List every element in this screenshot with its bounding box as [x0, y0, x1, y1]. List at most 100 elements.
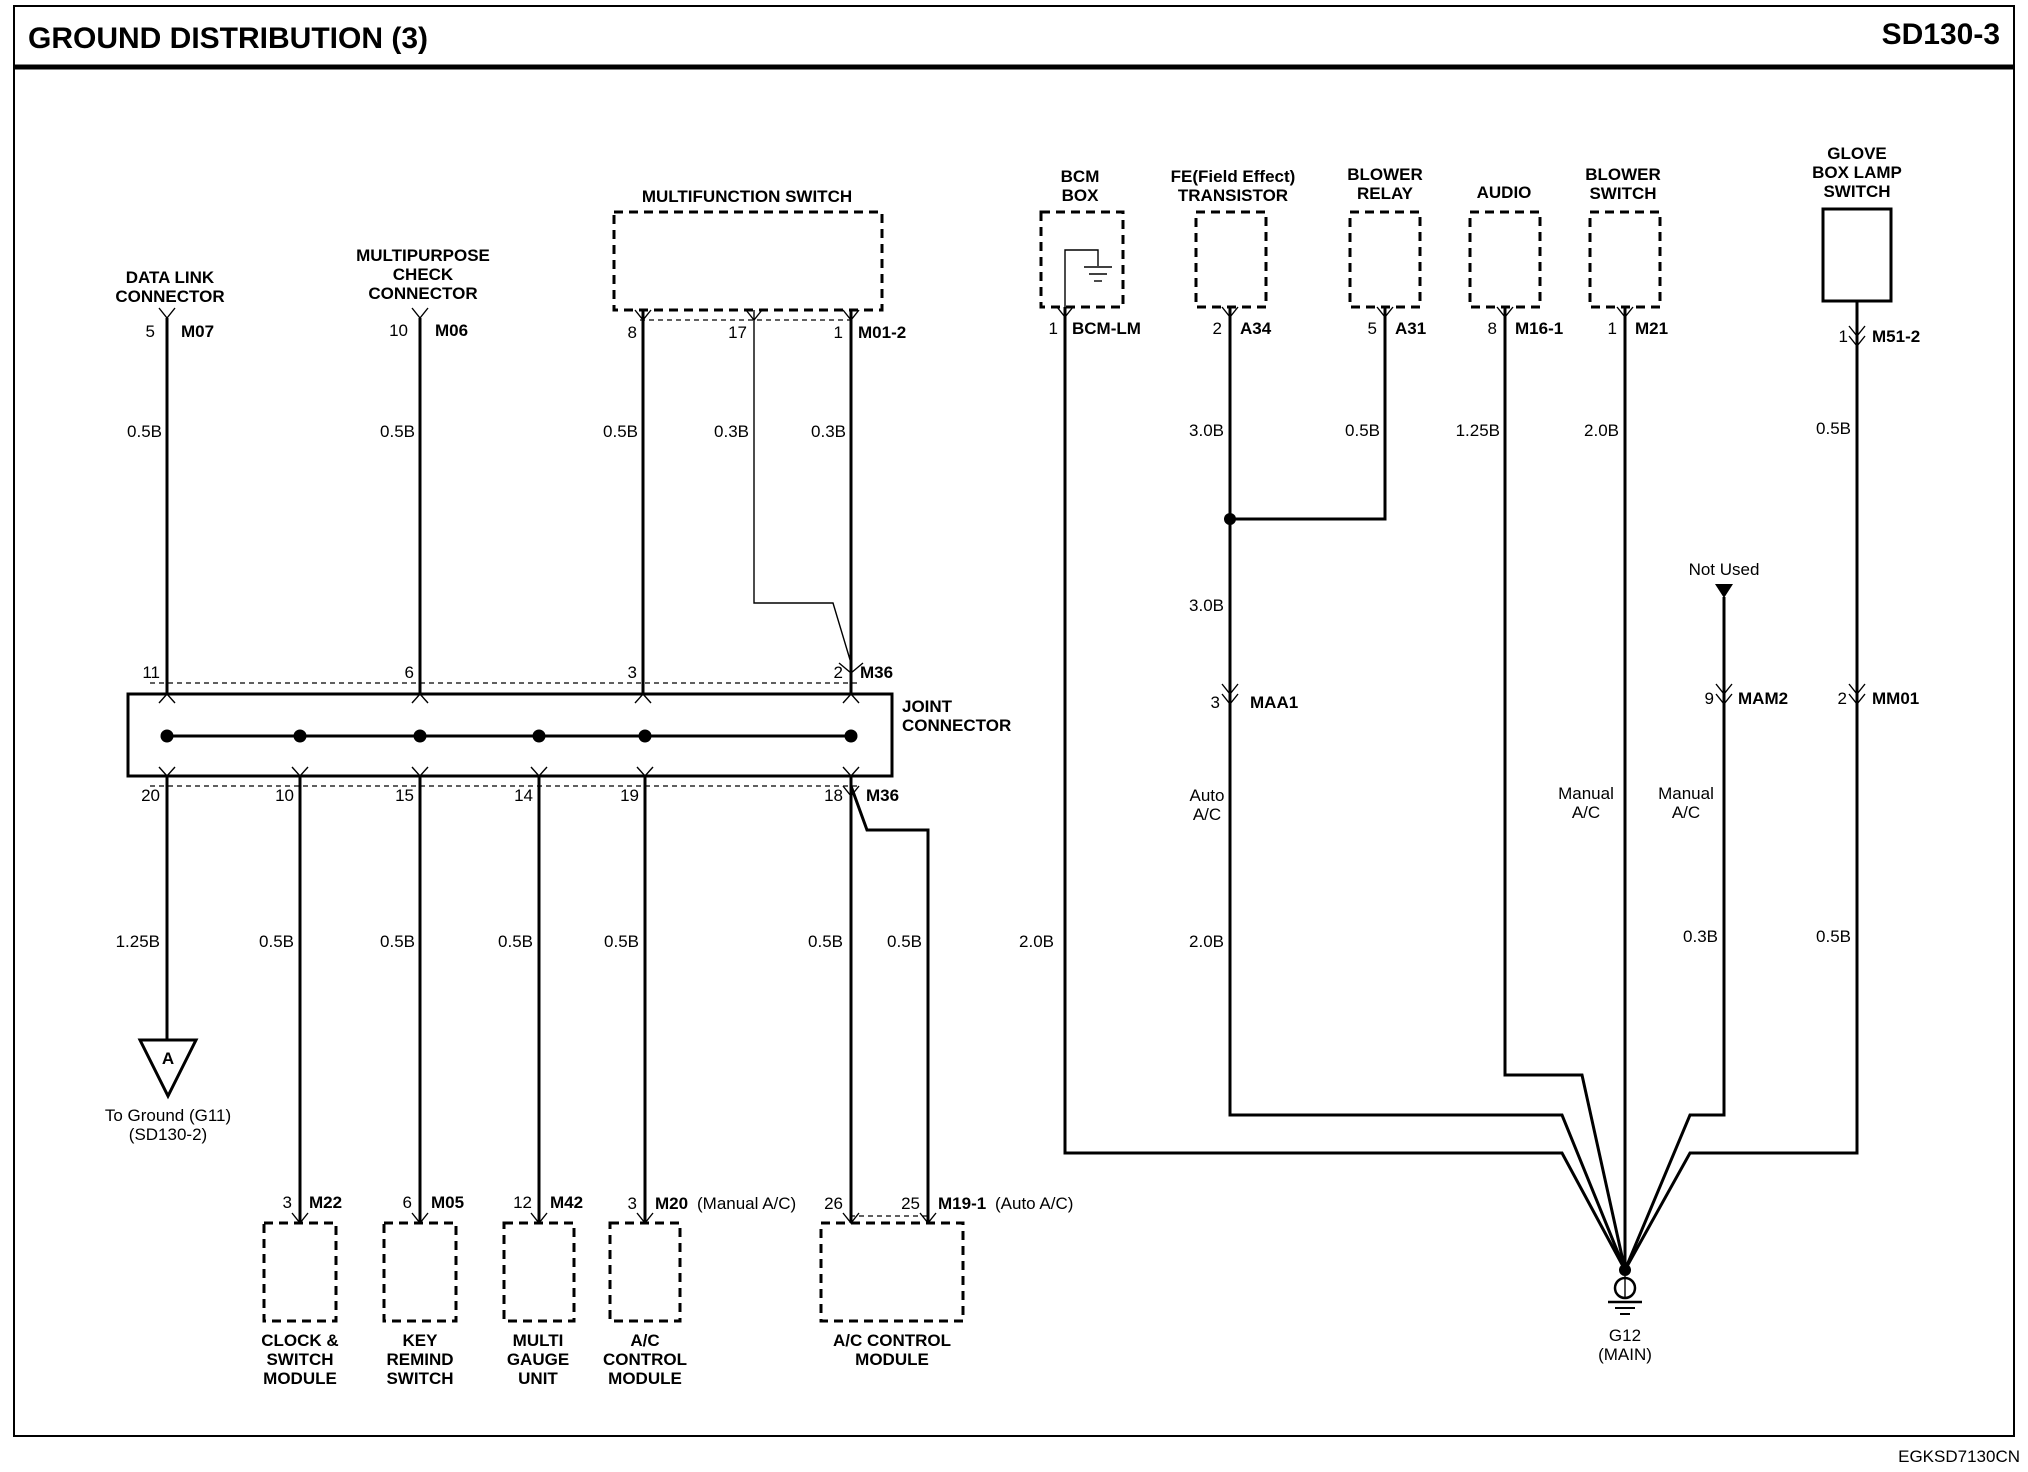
fe-transistor-label: FE(Field Effect)TRANSISTOR [1171, 167, 1296, 205]
pin-number: 18 [824, 786, 843, 805]
multi-gauge-unit-box [502, 1221, 576, 1323]
multifunction-switch-box [612, 210, 884, 312]
wire-glove-box [1623, 301, 1859, 1271]
pin-number: 2 [1213, 319, 1222, 338]
page-border [13, 5, 2015, 1437]
wire-label: 2.0B [1584, 421, 1619, 440]
pin-number: 6 [403, 1193, 412, 1212]
connector-m19-1: M19-1 [938, 1194, 986, 1213]
connector-m22: M22 [309, 1193, 342, 1212]
pin-number: 1 [1608, 319, 1617, 338]
pin-number: 3 [628, 1194, 637, 1213]
audio-label: AUDIO [1477, 183, 1532, 202]
wire-label: 0.5B [887, 932, 922, 951]
footer-code: EGKSD7130CN [1898, 1447, 2020, 1466]
wire-m01-pin17 [753, 310, 852, 664]
wire-label: 1.25B [1456, 421, 1500, 440]
pin-number: 26 [824, 1194, 843, 1213]
pin-number: 2 [834, 663, 843, 682]
connector-m07: M07 [181, 322, 214, 341]
wire-label: 0.3B [811, 422, 846, 441]
connector-m05: M05 [431, 1193, 464, 1212]
pin-number: 12 [513, 1193, 532, 1212]
not-used-arrow-icon [1715, 584, 1733, 598]
pin-number: 25 [901, 1194, 920, 1213]
connector-m36-bottom: M36 [866, 786, 899, 805]
wire-label: 3.0B [1189, 421, 1224, 440]
key-remind-switch-box [382, 1221, 458, 1323]
ground-g12-icon [1608, 1264, 1642, 1315]
wire-label: 0.5B [259, 932, 294, 951]
fe-transistor-box [1194, 210, 1268, 309]
connector-m36-top: M36 [860, 663, 893, 682]
pin-number: 10 [275, 786, 294, 805]
clock-switch-module-box [262, 1221, 338, 1323]
pin-number: 1 [1839, 327, 1848, 346]
connector-m21: M21 [1635, 319, 1668, 338]
connector-m01-2: M01-2 [858, 323, 906, 342]
wire-label: 0.5B [127, 422, 162, 441]
connector-m19-note: (Auto A/C) [995, 1194, 1073, 1213]
ac-control-module-2-box [819, 1221, 965, 1323]
connector-m20: M20 [655, 1194, 688, 1213]
ground-a-letter: A [162, 1049, 174, 1068]
splice-point [1224, 513, 1236, 525]
bcm-box [1039, 210, 1125, 309]
pin-number: 10 [389, 321, 408, 340]
wire-label: 2.0B [1019, 932, 1054, 951]
wire-bcm [1063, 307, 1627, 1271]
wire-label: 0.3B [1683, 927, 1718, 946]
pin-number: 20 [141, 786, 160, 805]
pin-number: 8 [1488, 319, 1497, 338]
wire-label: 0.5B [380, 422, 415, 441]
blower-relay-box [1348, 210, 1422, 309]
connector-m51-2: M51-2 [1872, 327, 1920, 346]
connector-m06: M06 [435, 321, 468, 340]
ground-g12-label: G12(MAIN) [1598, 1326, 1652, 1364]
wire-joint-18-m19-25 [849, 785, 930, 1223]
wire-label: 0.3B [714, 422, 749, 441]
pin-number: 15 [395, 786, 414, 805]
joint-dots [160, 729, 858, 743]
connector-m20-note: (Manual A/C) [697, 1194, 796, 1213]
pin-number: 9 [1705, 689, 1714, 708]
wire-label: 0.5B [498, 932, 533, 951]
wire-fe-transistor [1228, 307, 1627, 1271]
wire-audio [1503, 307, 1627, 1271]
connector-mam2: MAM2 [1738, 689, 1788, 708]
wire-labels: 0.5B 0.5B 0.5B 0.3B 0.3B 3.0B 0.5B 1.25B… [116, 419, 1851, 951]
pin-number: 3 [628, 663, 637, 682]
pin-number: 6 [405, 663, 414, 682]
pin-number: 17 [728, 323, 747, 342]
wire-label: 0.5B [604, 932, 639, 951]
pin-number: 1 [834, 323, 843, 342]
pin-number: 19 [620, 786, 639, 805]
pin-number: 11 [142, 663, 160, 682]
connector-a34: A34 [1240, 319, 1272, 338]
pin-number: 5 [1368, 319, 1377, 338]
joint-pin-arrows [158, 692, 860, 778]
ground-a-note: To Ground (G11)(SD130-2) [105, 1106, 231, 1144]
multifunction-switch-label: MULTIFUNCTION SWITCH [642, 187, 852, 206]
pin-number: 1 [1049, 319, 1058, 338]
ac-control-module-box [608, 1221, 682, 1323]
wire-label: 0.5B [380, 932, 415, 951]
wire-label: 0.5B [1816, 927, 1851, 946]
pin-number: 3 [283, 1193, 292, 1212]
wire-label: 2.0B [1189, 932, 1224, 951]
connector-bcm-lm: BCM-LM [1072, 319, 1141, 338]
